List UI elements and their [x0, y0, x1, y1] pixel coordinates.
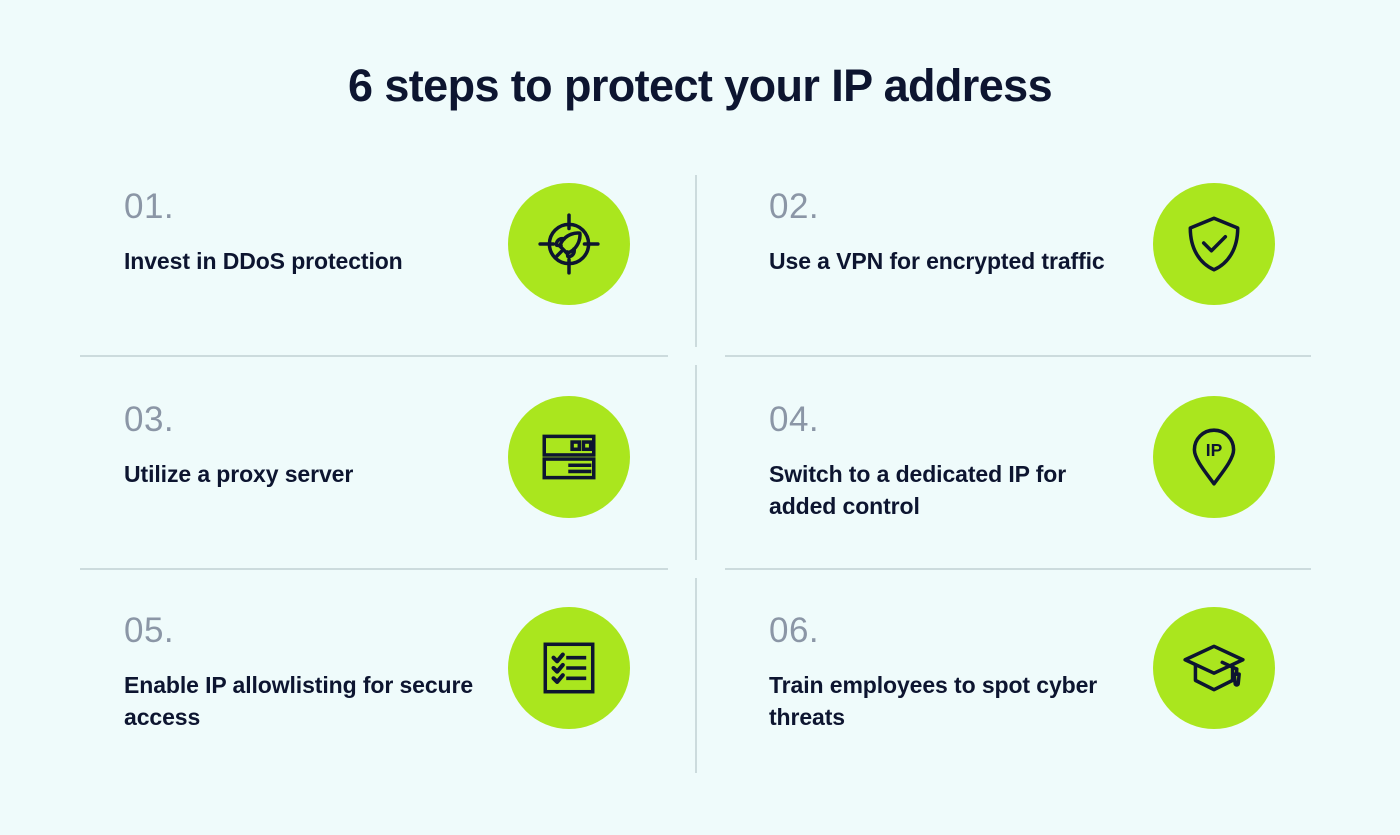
step-card-03: 03. Utilize a proxy server	[80, 388, 670, 568]
step-text-02: 02. Use a VPN for encrypted traffic	[769, 189, 1139, 278]
divider-horizontal-2-right	[725, 568, 1311, 570]
step-number-01: 01.	[124, 187, 175, 226]
step-card-01: 01. Invest in DDoS protection	[80, 175, 670, 355]
step-number-05: 05.	[124, 611, 175, 650]
svg-text:IP: IP	[1206, 440, 1223, 460]
step-label-01: Invest in DDoS protection	[124, 248, 403, 274]
step-card-05: 05. Enable IP allowlisting for secure ac…	[80, 599, 670, 779]
step-label-03: Utilize a proxy server	[124, 461, 354, 487]
step-icon-badge-04: IP	[1153, 396, 1275, 518]
step-text-05: 05. Enable IP allowlisting for secure ac…	[124, 613, 494, 733]
step-label-02: Use a VPN for encrypted traffic	[769, 248, 1105, 274]
graduation-cap-icon	[1181, 635, 1247, 701]
divider-vertical-row-3	[695, 578, 697, 773]
step-number-06: 06.	[769, 611, 820, 650]
target-rocket-icon	[536, 211, 602, 277]
step-text-03: 03. Utilize a proxy server	[124, 402, 494, 491]
steps-row-1: 01. Invest in DDoS protection	[80, 175, 1320, 355]
step-label-05: Enable IP allowlisting for secure access	[124, 672, 474, 730]
divider-vertical-row-2	[695, 365, 697, 560]
step-card-04: 04. Switch to a dedicated IP for added c…	[725, 388, 1315, 568]
step-icon-badge-05	[508, 607, 630, 729]
step-text-01: 01. Invest in DDoS protection	[124, 189, 494, 278]
divider-horizontal-2-left	[80, 568, 668, 570]
step-icon-badge-01	[508, 183, 630, 305]
step-label-04: Switch to a dedicated IP for added contr…	[769, 461, 1067, 519]
step-card-06: 06. Train employees to spot cyber threat…	[725, 599, 1315, 779]
steps-row-2: 03. Utilize a proxy server	[80, 388, 1320, 568]
shield-check-icon	[1181, 211, 1247, 277]
step-icon-badge-02	[1153, 183, 1275, 305]
divider-horizontal-1-left	[80, 355, 668, 357]
step-number-03: 03.	[124, 400, 175, 439]
step-text-04: 04. Switch to a dedicated IP for added c…	[769, 402, 1139, 522]
divider-horizontal-1-right	[725, 355, 1311, 357]
page-title: 6 steps to protect your IP address	[348, 60, 1053, 111]
server-rack-icon	[536, 424, 602, 490]
step-label-06: Train employees to spot cyber threats	[769, 672, 1098, 730]
step-text-06: 06. Train employees to spot cyber threat…	[769, 613, 1139, 733]
checklist-icon	[536, 635, 602, 701]
steps-grid: 01. Invest in DDoS protection	[80, 175, 1320, 775]
step-icon-badge-03	[508, 396, 630, 518]
map-pin-ip-icon: IP	[1181, 424, 1247, 490]
steps-row-3: 05. Enable IP allowlisting for secure ac…	[80, 599, 1320, 779]
step-card-02: 02. Use a VPN for encrypted traffic	[725, 175, 1315, 355]
step-icon-badge-06	[1153, 607, 1275, 729]
step-number-02: 02.	[769, 187, 820, 226]
step-number-04: 04.	[769, 400, 820, 439]
divider-vertical-row-1	[695, 175, 697, 347]
